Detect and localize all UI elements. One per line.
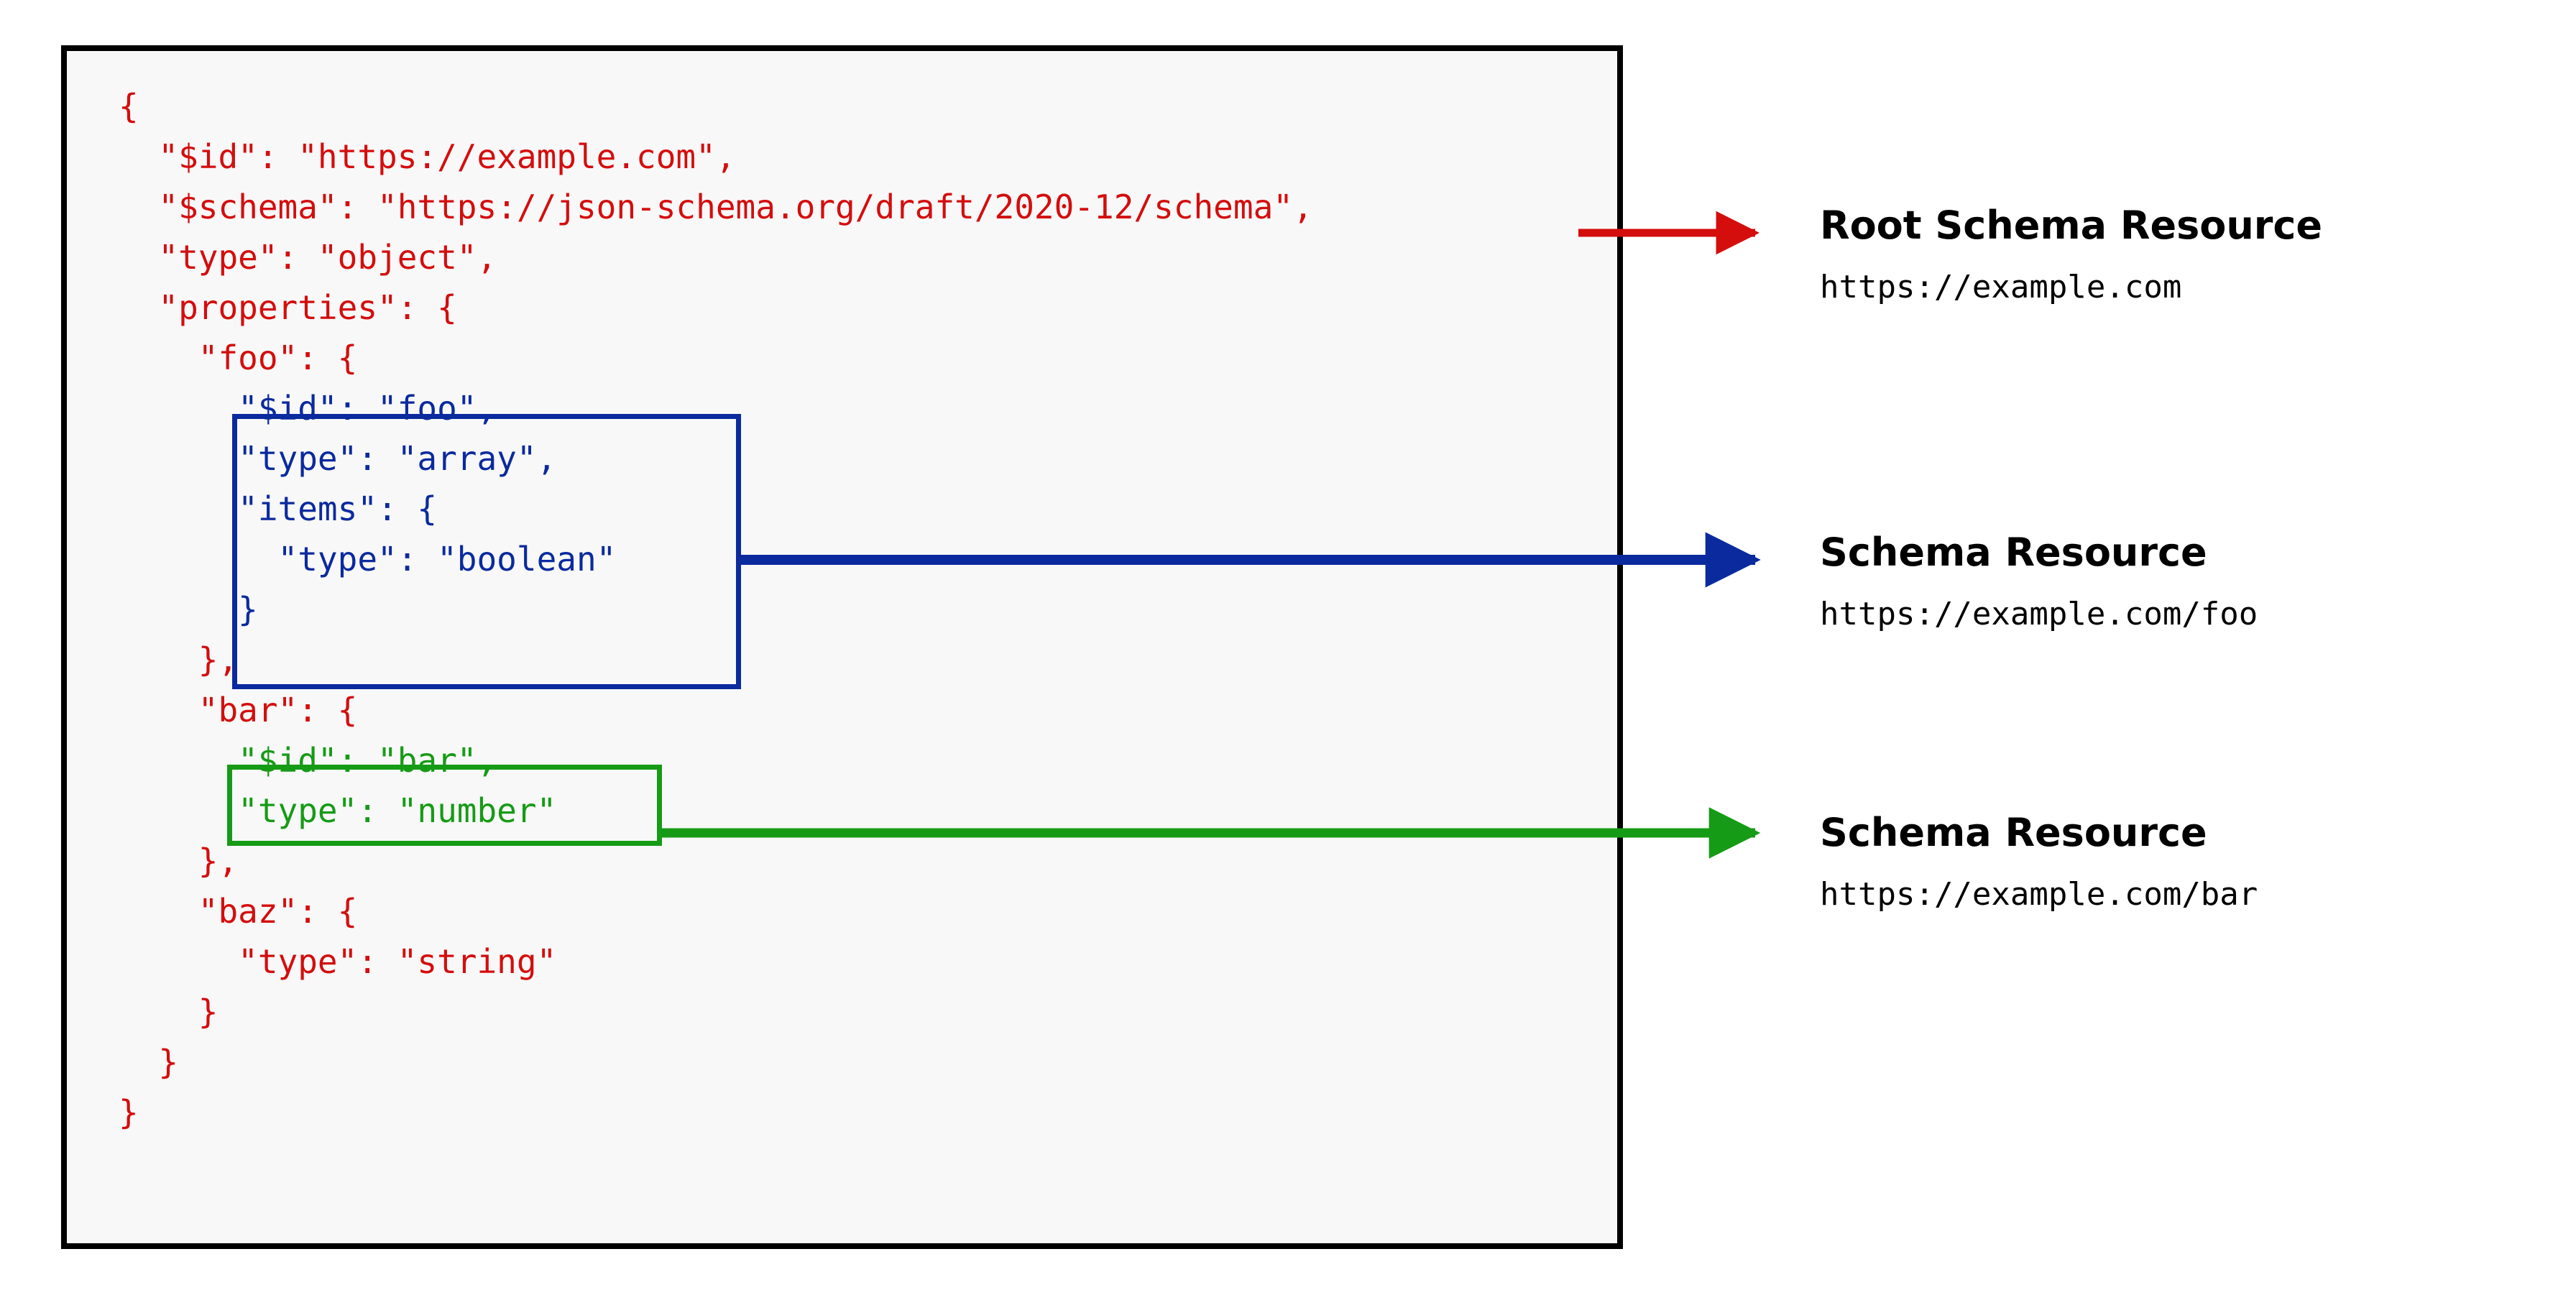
code-line: "properties": { <box>158 288 457 327</box>
code-line: "foo": { <box>198 338 358 377</box>
code-line: } <box>238 590 258 629</box>
code-line: }, <box>198 640 239 679</box>
code-line: "$id": "bar", <box>238 741 497 780</box>
annotation-title: Schema Resource <box>1820 810 2207 855</box>
code-line: "baz": { <box>198 892 358 931</box>
code-line: } <box>198 992 218 1031</box>
code-line: "type": "number" <box>238 791 557 830</box>
json-code-panel: { "$id": "https://example.com", "$schema":… <box>61 45 1623 1249</box>
code-line: "$id": "foo", <box>238 389 497 428</box>
code-line: "type": "boolean" <box>277 540 617 579</box>
code-line: { <box>119 87 139 126</box>
annotation-url: https://example.com/foo <box>1820 596 2258 632</box>
annotation-title: Schema Resource <box>1820 530 2207 575</box>
json-code-block: { "$id": "https://example.com", "$schema":… <box>119 81 1313 1138</box>
code-line: } <box>119 1093 139 1132</box>
code-line: "type": "array", <box>238 439 557 478</box>
annotation-title: Root Schema Resource <box>1820 203 2323 248</box>
annotation-bar-schema: Schema Resource https://example.com/bar <box>1820 811 2258 914</box>
code-line: "type": "string" <box>238 942 557 981</box>
annotation-root-schema: Root Schema Resource https://example.com <box>1820 203 2322 307</box>
code-line: "$schema": "https://json-schema.org/draf… <box>158 188 1313 226</box>
annotation-url: https://example.com <box>1820 269 2182 305</box>
annotation-foo-schema: Schema Resource https://example.com/foo <box>1820 530 2258 634</box>
code-line: "bar": { <box>198 691 358 729</box>
code-line: "type": "object", <box>158 238 497 277</box>
code-line: }, <box>198 842 239 880</box>
code-line: } <box>158 1043 179 1082</box>
annotation-url: https://example.com/bar <box>1820 876 2258 913</box>
code-line: "$id": "https://example.com", <box>158 137 736 176</box>
code-line: "items": { <box>238 489 438 528</box>
